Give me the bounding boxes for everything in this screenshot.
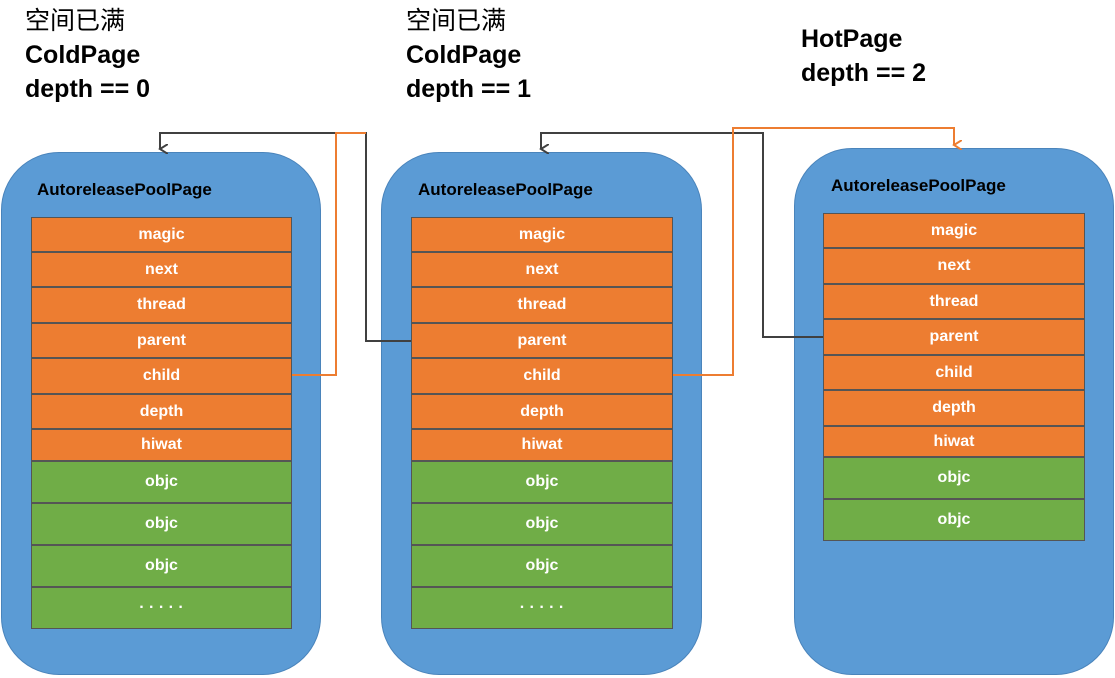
page-3-depth: depth == 2 [801,59,927,87]
page-3-heading: HotPage depth == 2 [801,22,926,90]
page-3-title: AutoreleasePoolPage [831,176,1006,195]
page-2-field-depth: depth [411,394,673,429]
page-1-field-child: child [31,358,292,394]
page-2-object-more: · · · · · [411,587,673,629]
page-2-field-thread: thread [411,287,673,323]
page-2-field-child: child [411,358,673,394]
page-1-field-hiwat: hiwat [31,429,292,461]
page-2-field-hiwat: hiwat [411,429,673,461]
page-1-field-thread: thread [31,287,292,323]
page-3-type: HotPage [801,25,903,53]
page-2-depth: depth == 1 [406,75,532,103]
page-1-object-more: · · · · · [31,587,292,629]
page-1-field-depth: depth [31,394,292,429]
page-3-field-hiwat: hiwat [823,426,1085,457]
page-3-field-depth: depth [823,390,1085,426]
page-1-field-next: next [31,252,292,287]
page-3-object-2: objc [823,499,1085,541]
page-1-heading: 空间已满 ColdPage depth == 0 [25,4,150,106]
page-3-field-thread: thread [823,284,1085,319]
page-3-field-next: next [823,248,1085,284]
page-1-object-2: objc [31,503,292,545]
page-2-object-1: objc [411,461,673,503]
page-3-object-1: objc [823,457,1085,499]
page-3-field-parent: parent [823,319,1085,355]
page-2-heading: 空间已满 ColdPage depth == 1 [406,4,531,106]
page-2-field-magic: magic [411,217,673,252]
page-2-object-2: objc [411,503,673,545]
page-2-type: ColdPage [406,41,522,69]
page-2-status: 空间已满 [406,7,507,35]
page-2-field-parent: parent [411,323,673,358]
page-1-type: ColdPage [25,41,141,69]
page-2-field-next: next [411,252,673,287]
page-1-depth: depth == 0 [25,75,151,103]
page-3-field-child: child [823,355,1085,390]
page-1-field-magic: magic [31,217,292,252]
page-1-title: AutoreleasePoolPage [37,180,212,199]
page-3-field-magic: magic [823,213,1085,248]
page-1-status: 空间已满 [25,7,126,35]
page-1-object-1: objc [31,461,292,503]
page-1-object-3: objc [31,545,292,587]
page-2-title: AutoreleasePoolPage [418,180,593,199]
page-1-field-parent: parent [31,323,292,358]
page-2-object-3: objc [411,545,673,587]
